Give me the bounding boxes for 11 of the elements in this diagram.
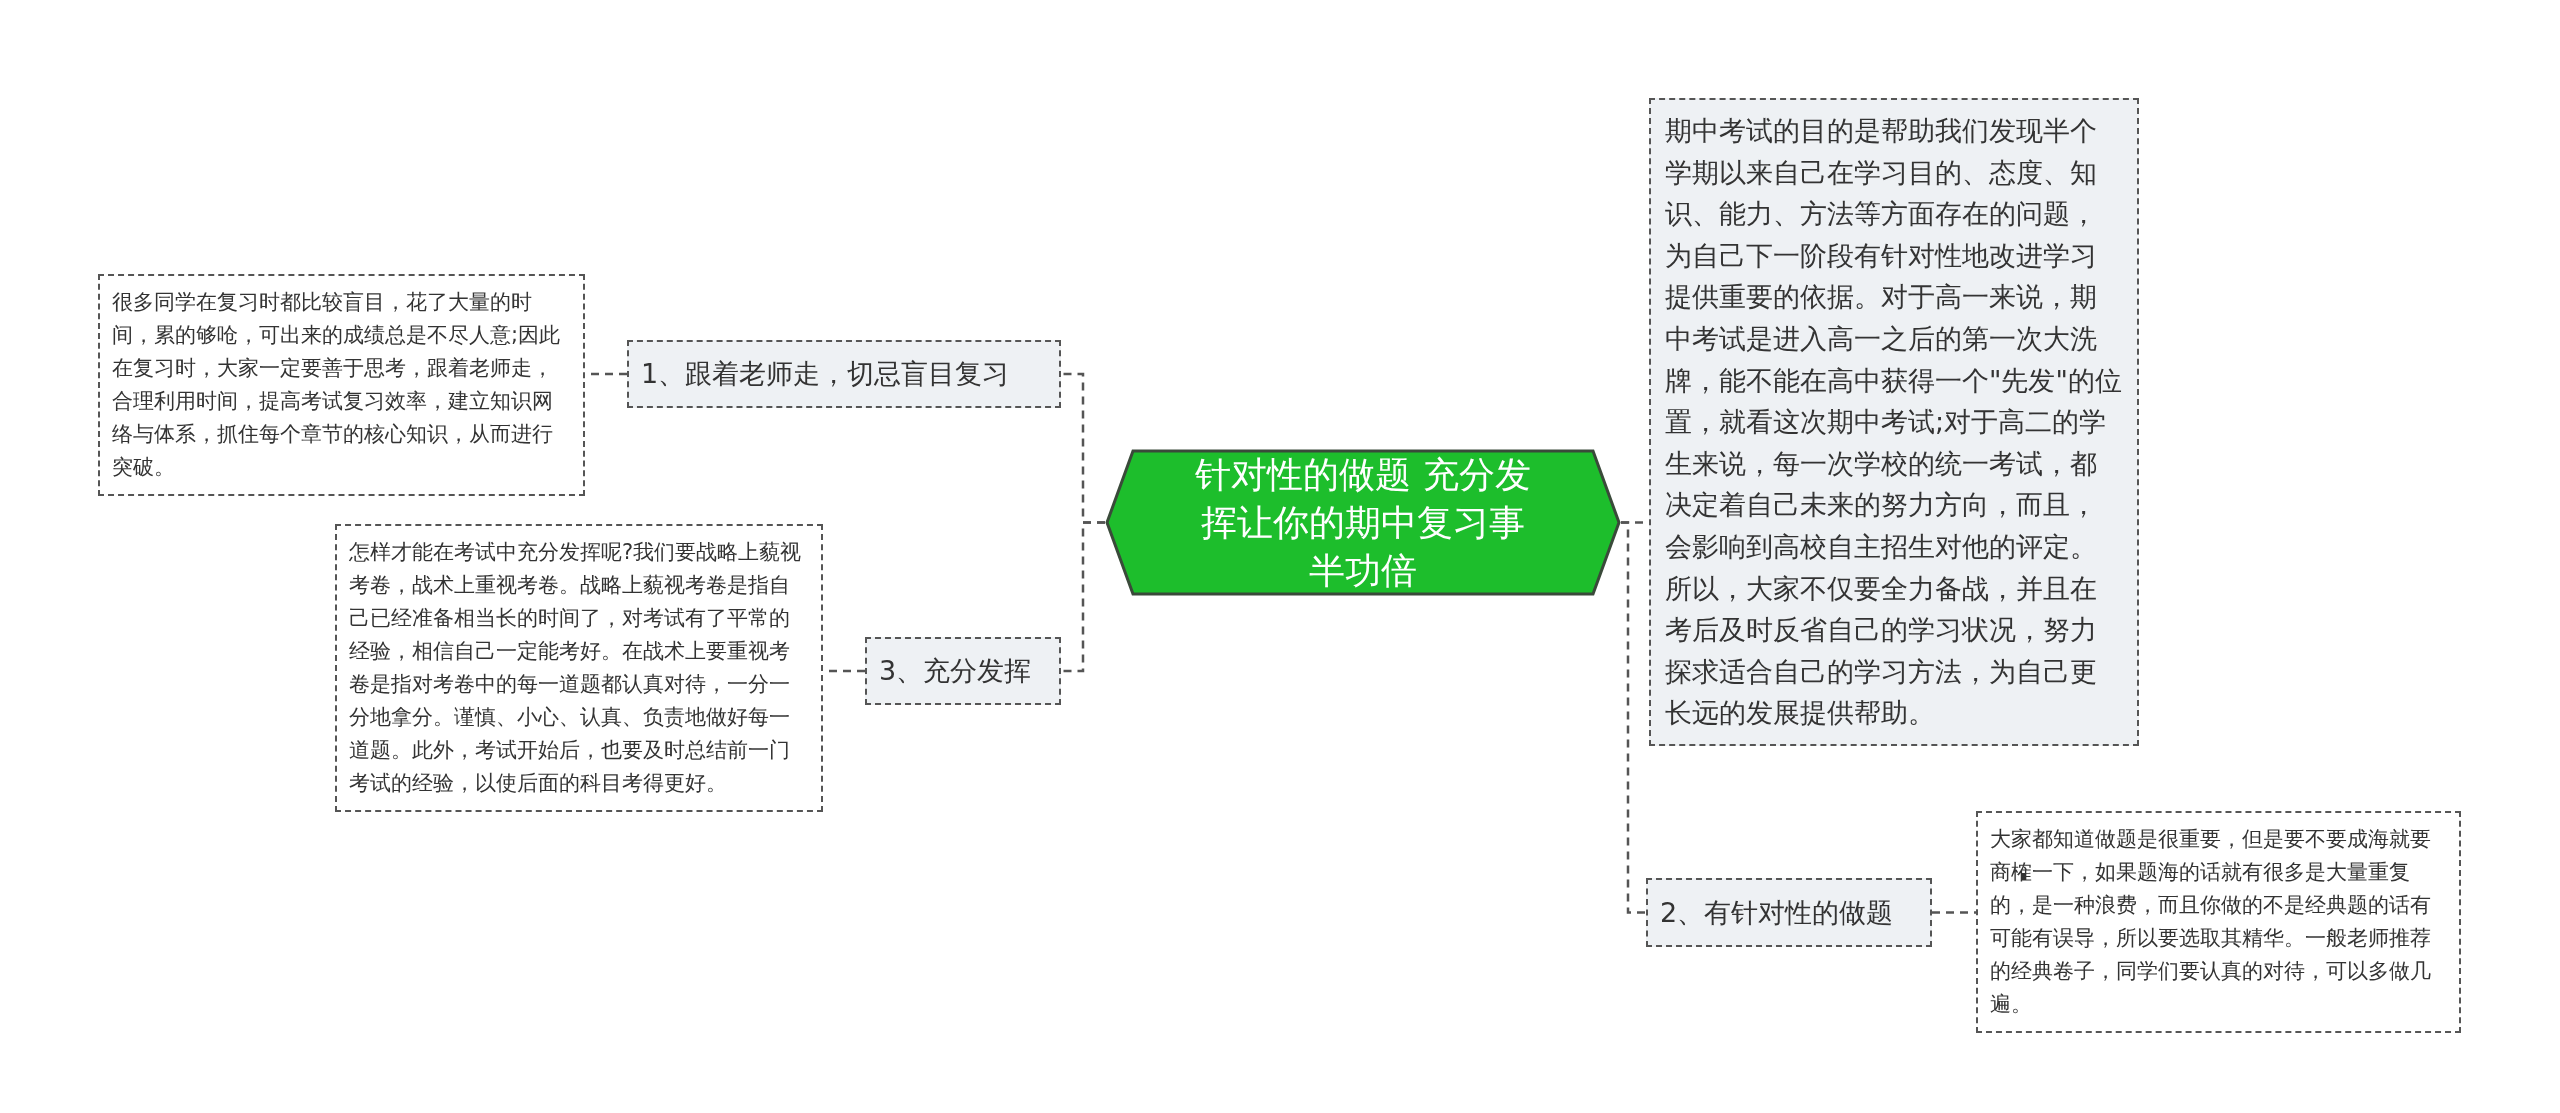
connector-line [1061,521,1105,673]
note-card: 期中考试的目的是帮助我们发现半个学期以来自己在学习目的、态度、知识、能力、方法等方面存在的问题，为自己下一阶段有针对性地改进学习提供重要的依据。对于高一来说，期中考试是进入高一之后的第一次大洗牌，能不能在高中获得一个"先发"的位置，就看这次期中考试;对于高二的学生来说，每一次学校的统一考试，都决定着自己未来的努力方向，而且，会影响到高校自主招生对他的评定。所以，大家不仅要全力备战，并且在考后及时反省自己的学习状况，努力探求适合自己的学习方法，为自己更长远的发展提供帮助。 [1649,98,2139,746]
connector-line [1932,911,1976,914]
note-card: 怎样才能在考试中充分发挥呢?我们要战略上藐视考卷，战术上重视考卷。战略上藐视考卷是指自己已经准备相当长的时间了，对考试有了平常的经验，相信自己一定能考好。在战术上要重视考卷是指对考卷中的每一道题都认真对待，一分一分地拿分。谨慎、小心、认真、负责地做好每一道题。此外，考试开始后，也要及时总结前一门考试的经验，以使后面的科目考得更好。 [335,524,823,812]
branch-topic: 2、有针对性的做题 [1646,878,1932,947]
branch-topic: 1、跟着老师走，切忌盲目复习 [627,340,1061,408]
branch-topic: 3、充分发挥 [865,637,1061,705]
central-topic-hexagon: 针对性的做题 充分发挥让你的期中复习事半功倍 [1105,449,1621,596]
note-card: 大家都知道做题是很重要，但是要不要成海就要商榷一下，如果题海的话就有很多是大量重复的，是一种浪费，而且你做的不是经典题的话有可能有误导，所以要选取其精华。一般老师推荐的经典卷子，同学们要认真的对待，可以多做几遍。 [1976,811,2461,1033]
note-card: 很多同学在复习时都比较盲目，花了大量的时间，累的够呛，可出来的成绩总是不尽人意;因此在复习时，大家一定要善于思考，跟着老师走，合理利用时间，提高考试复习效率，建立知识网络与体系，抓住每个章节的核心知识，从而进行突破。 [98,274,585,496]
connector-line [1621,521,1646,914]
